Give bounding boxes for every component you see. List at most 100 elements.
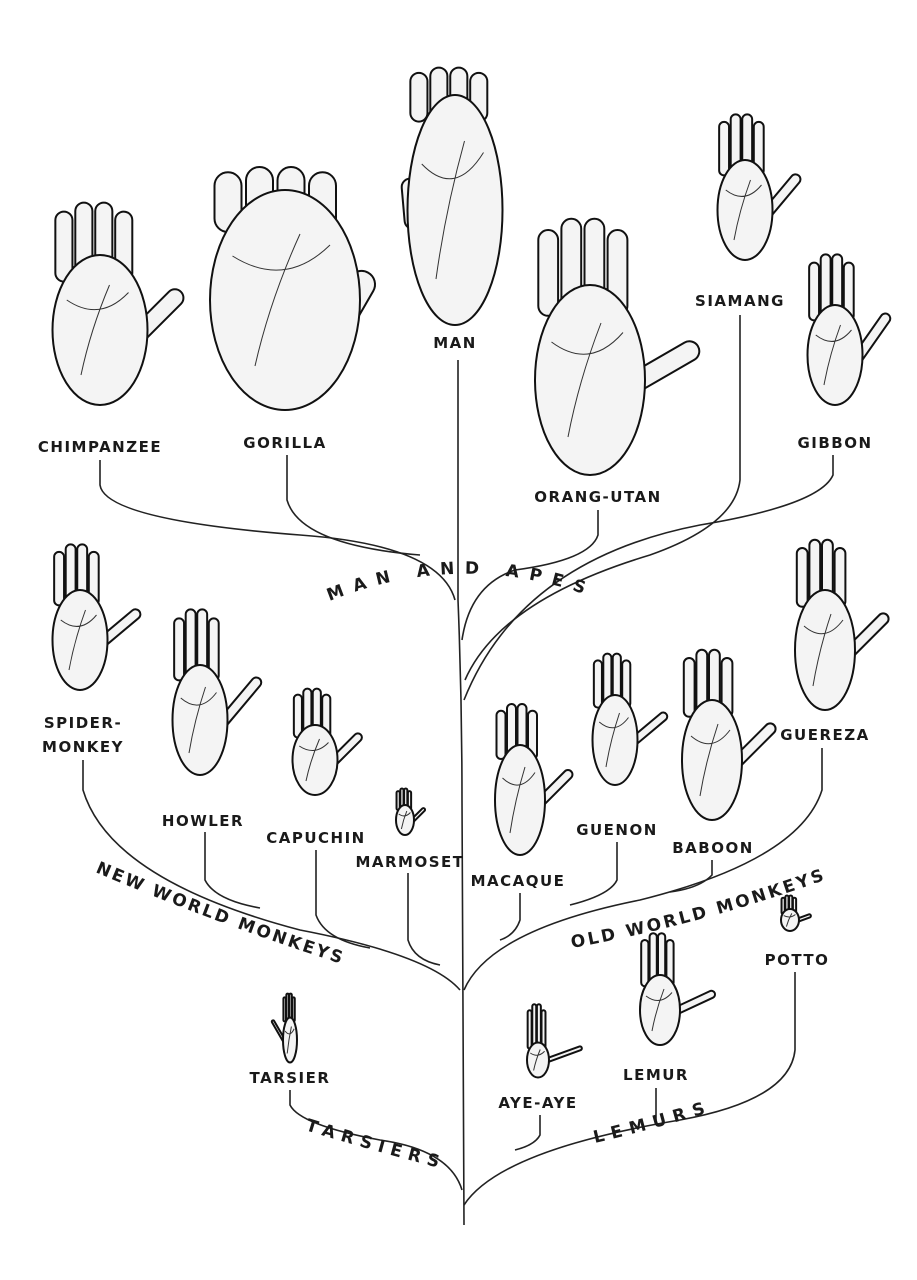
- guenon-palm: [591, 694, 639, 786]
- label-capuchin: CAPUCHIN: [266, 829, 366, 847]
- label-macaque: MACAQUE: [471, 872, 566, 890]
- lemur-palm-creases: [645, 988, 673, 1032]
- guenon-palm-creases: [598, 712, 629, 768]
- branch-tarsier: [289, 1090, 463, 1191]
- branch-old-world: [463, 748, 823, 991]
- orang-utan-palm-creases: [551, 322, 624, 438]
- label-guenon: GUENON: [576, 821, 658, 839]
- howler-palm-creases: [180, 686, 217, 754]
- potto-hand-drawing: [780, 894, 812, 932]
- potto-palm-creases: [783, 913, 796, 927]
- howler-hand-drawing: [171, 608, 263, 776]
- aye-aye-palm-creases: [530, 1049, 545, 1071]
- branch-howler: [204, 832, 261, 909]
- group-label-man-and-apes: MAN AND APES: [324, 559, 588, 606]
- tree-branches: [82, 315, 834, 1226]
- macaque-hand-drawing: [494, 703, 574, 856]
- man-finger: [409, 71, 429, 123]
- label-siamang: SIAMANG: [695, 292, 785, 310]
- group-label-new-world-monkeys: NEW WORLD MONKEYS: [93, 858, 345, 968]
- tarsier-palm-creases: [284, 1026, 295, 1054]
- branch-siamang: [464, 315, 741, 681]
- capuchin-hand-drawing: [291, 687, 363, 796]
- branch-chimpanzee: [99, 460, 456, 601]
- branch-baboon: [669, 860, 713, 893]
- label-howler: HOWLER: [162, 812, 244, 830]
- label-marmoset: MARMOSET: [355, 853, 464, 871]
- orang-utan-palm: [534, 284, 646, 476]
- howler-palm: [171, 664, 229, 776]
- branch-lemurs: [463, 972, 796, 1206]
- label-gorilla: GORILLA: [243, 434, 326, 452]
- gibbon-finger: [808, 261, 821, 322]
- macaque-palm: [494, 744, 546, 856]
- guenon-hand-drawing: [591, 652, 669, 786]
- siamang-palm: [716, 159, 774, 261]
- baboon-palm-creases: [690, 723, 731, 797]
- label-gibbon: GIBBON: [797, 434, 872, 452]
- marmoset-palm: [395, 804, 415, 836]
- man-palm: [406, 94, 504, 326]
- gibbon-hand-drawing: [806, 253, 892, 406]
- baboon-hand-drawing: [681, 648, 777, 821]
- label-lemur: LEMUR: [623, 1066, 689, 1084]
- species-labels: CHIMPANZEE GORILLA MAN ORANG-UTAN SIAMAN…: [38, 292, 872, 1112]
- capuchin-palm-creases: [298, 738, 329, 782]
- group-label-tarsiers: TARSIERS: [303, 1116, 441, 1173]
- chimpanzee-hand-drawing: [51, 201, 185, 406]
- branch-guenon: [569, 842, 618, 906]
- siamang-palm-creases: [725, 179, 762, 241]
- branch-orang-utan: [461, 510, 599, 641]
- lemur-hand-drawing: [639, 932, 717, 1046]
- guereza-palm: [794, 589, 856, 711]
- hand-illustrations: [51, 66, 892, 1079]
- guereza-hand-drawing: [794, 538, 890, 711]
- gorilla-palm-creases: [232, 233, 331, 367]
- label-chimpanzee: CHIMPANZEE: [38, 438, 162, 456]
- macaque-finger: [495, 709, 507, 760]
- macaque-palm-creases: [502, 766, 536, 834]
- branch-gorilla: [286, 455, 421, 556]
- baboon-finger: [682, 657, 696, 718]
- label-aye-aye: AYE-AYE: [498, 1094, 577, 1112]
- man-palm-creases: [421, 140, 484, 280]
- aye-aye-palm: [526, 1041, 550, 1079]
- guereza-finger: [795, 547, 809, 608]
- lemur-palm: [639, 974, 681, 1046]
- label-potto: POTTO: [765, 951, 830, 969]
- branch-marmoset: [407, 873, 441, 966]
- gibbon-palm-creases: [815, 324, 852, 386]
- label-orang-utan: ORANG-UTAN: [534, 488, 661, 506]
- gorilla-palm: [209, 189, 361, 411]
- guereza-palm-creases: [803, 613, 844, 687]
- spider-monkey-palm-creases: [60, 609, 97, 671]
- branch-new-world: [82, 760, 461, 991]
- potto-palm: [780, 908, 800, 932]
- label-spider-monkey-line2: MONKEY: [42, 738, 124, 756]
- capuchin-palm: [291, 724, 339, 796]
- chimpanzee-palm: [51, 254, 149, 406]
- guenon-finger: [592, 659, 603, 709]
- chimpanzee-palm-creases: [66, 284, 129, 376]
- branch-gibbon: [463, 455, 834, 701]
- spider-monkey-hand-drawing: [51, 543, 142, 691]
- main-trunk: [457, 360, 465, 1226]
- siamang-hand-drawing: [716, 113, 802, 261]
- siamang-finger: [718, 120, 731, 177]
- label-guereza: GUEREZA: [780, 726, 870, 744]
- label-spider-monkey-line1: SPIDER-: [44, 714, 122, 732]
- orang-utan-hand-drawing: [534, 217, 701, 476]
- man-hand-drawing: [400, 66, 504, 326]
- lemur-finger: [640, 938, 650, 988]
- gibbon-palm: [806, 304, 864, 406]
- spider-monkey-finger: [53, 550, 66, 607]
- aye-aye-hand-drawing: [526, 1003, 583, 1079]
- marmoset-hand-drawing: [395, 787, 427, 836]
- orang-utan-finger: [537, 229, 560, 317]
- aye-aye-finger: [526, 1009, 533, 1050]
- label-man: MAN: [433, 334, 477, 352]
- gorilla-hand-drawing: [209, 166, 376, 411]
- marmoset-palm-creases: [398, 810, 411, 830]
